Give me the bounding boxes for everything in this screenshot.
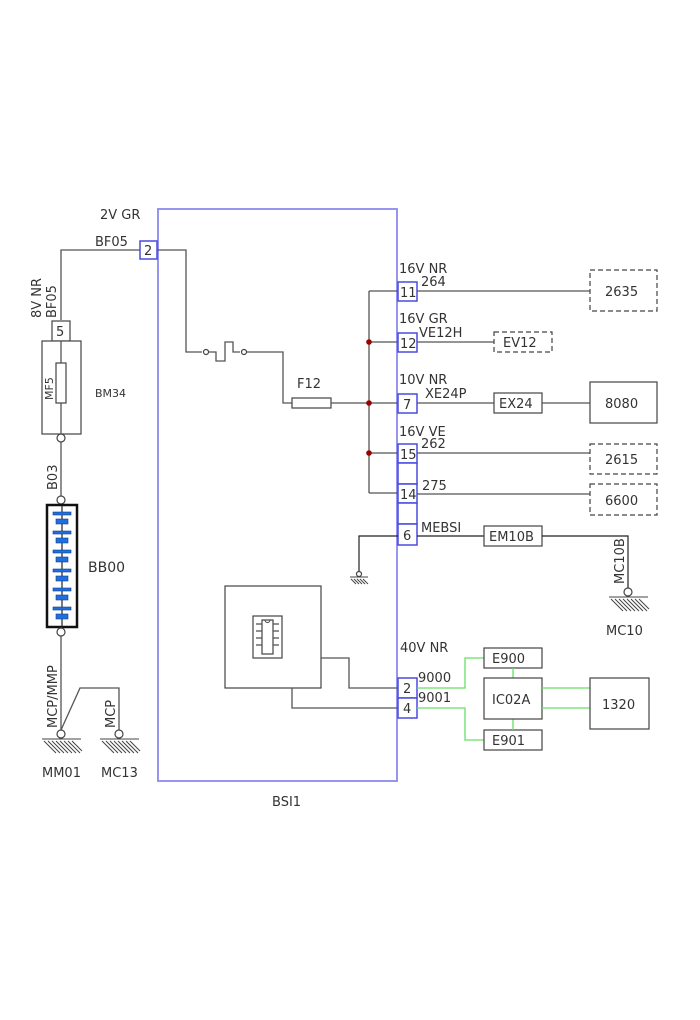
wire-code-bf05-vertical: BF05	[45, 285, 60, 318]
component-2615[interactable]	[589, 443, 658, 475]
battery-cell-plate	[55, 575, 69, 582]
component-1320[interactable]	[589, 677, 650, 730]
splice-node	[366, 400, 372, 406]
bsi-pin-2-left-label: 2	[144, 244, 152, 259]
wire-mcp-label: MCP	[104, 700, 119, 728]
internal-wire-feed	[157, 249, 202, 353]
battery-cell-plate	[52, 530, 72, 535]
wire-color-40v-nr: 40V NR	[400, 641, 448, 656]
bsi-pin-4-right-label: 4	[403, 702, 411, 717]
bsi-pin-7-label: 7	[403, 398, 411, 413]
wire-code-mebsi: MEBSI	[421, 521, 461, 536]
wire-color-pin-12: 16V GR	[399, 312, 448, 327]
wire-code-9001: 9001	[418, 691, 451, 706]
splice-node	[366, 450, 372, 456]
bsi-pin-15-label: 15	[400, 448, 417, 463]
wire-code-264: 264	[421, 275, 446, 290]
wire-code-275: 275	[422, 479, 447, 494]
component-6600[interactable]	[589, 483, 658, 516]
wire-code-xe24p: XE24P	[425, 387, 467, 402]
ground-mm01-label: MM01	[42, 766, 81, 781]
ground-mc10-label: MC10	[606, 624, 643, 639]
wire-color-8v-nr: 8V NR	[30, 278, 45, 318]
wire-mcp-mmp-label: MCP/MMP	[46, 665, 61, 728]
internal-wire-to-pin-2	[321, 657, 398, 689]
splice-node	[366, 339, 372, 345]
terminal-battery-top	[56, 495, 66, 505]
connector-ex24-label: EX24	[499, 397, 533, 412]
connector-em10b-label: EM10B	[489, 530, 534, 545]
relay-switch-icon	[202, 341, 248, 362]
fuse-f12-label: F12	[297, 377, 321, 392]
battery-cell-plate	[55, 556, 69, 563]
wire-code-ve12h: VE12H	[419, 326, 462, 341]
bsi-pin-12-label: 12	[400, 337, 417, 352]
component-8080[interactable]	[589, 381, 658, 424]
battery-bb00-label: BB00	[88, 560, 125, 576]
bsi-pin-14-label: 14	[400, 488, 417, 503]
ground-mc13-icon	[100, 729, 141, 754]
component-2615-label: 2615	[605, 453, 638, 468]
wire-code-9000: 9000	[418, 671, 451, 686]
bsi-pin-empty	[397, 502, 418, 525]
battery-cell-plate	[55, 537, 69, 544]
ground-mm01-icon	[42, 729, 83, 754]
internal-wire-to-fuse	[247, 351, 292, 404]
bsi-pin-empty	[397, 462, 418, 485]
component-2635[interactable]	[589, 269, 658, 312]
battery-cell-plate	[52, 568, 72, 573]
component-6600-label: 6600	[605, 494, 638, 509]
component-ev12-label: EV12	[503, 336, 537, 351]
wire-mc10b-label: MC10B	[613, 538, 628, 584]
internal-ground-icon	[350, 570, 369, 585]
wire-code-bf05-top: BF05	[95, 235, 128, 250]
wire-bf05	[60, 249, 140, 320]
fusebox-bm34-label: BM34	[95, 387, 126, 400]
junction-e901-label: E901	[492, 734, 525, 749]
connector-ic02a-label: IC02A	[492, 693, 530, 708]
wire-color-pin-11: 16V NR	[399, 262, 447, 277]
junction-e900-label: E900	[492, 652, 525, 667]
battery-cell-plate	[55, 594, 69, 601]
connector-ic02a[interactable]	[483, 677, 543, 720]
component-8080-label: 8080	[605, 397, 638, 412]
ground-mc10-icon	[609, 587, 650, 612]
battery-cell-plate	[52, 511, 72, 516]
internal-wire-to-pin-4	[291, 688, 398, 709]
component-1320-label: 1320	[602, 698, 635, 713]
wire-mcp	[60, 687, 120, 731]
terminal-battery-bottom	[56, 627, 66, 637]
wire-color-pin-7: 10V NR	[399, 373, 447, 388]
can-wire-9000	[417, 657, 484, 689]
component-2635-label: 2635	[605, 285, 638, 300]
bsi-pin-6[interactable]	[397, 523, 418, 546]
internal-ground-wire	[358, 535, 398, 572]
ground-mc13-label: MC13	[101, 766, 138, 781]
bsi-unit-outline[interactable]	[157, 208, 398, 782]
bsi-pin-11-label: 11	[400, 286, 417, 301]
fuse-f12-icon	[291, 397, 332, 409]
battery-cell-plate	[52, 587, 72, 592]
fuse-mf5-label: MF5	[43, 377, 56, 400]
bsi-pin-2-right-label: 2	[403, 682, 411, 697]
can-wire-9001	[417, 707, 484, 741]
bsi-unit-label: BSI1	[272, 795, 301, 810]
component-ev12[interactable]	[493, 331, 553, 353]
terminal-fusebox-bottom	[56, 433, 66, 443]
fuse-mf5-icon	[55, 362, 67, 404]
wire-code-262: 262	[421, 437, 446, 452]
wire-color-2v-gr: 2V GR	[100, 208, 140, 223]
battery-bb00[interactable]	[45, 503, 79, 629]
wire-b03-label: B03	[46, 465, 61, 490]
fusebox-pin-5-label: 5	[56, 325, 64, 340]
bsi-pin-6-label: 6	[403, 529, 411, 544]
battery-cell-plate	[52, 549, 72, 554]
microchip-icon	[252, 615, 283, 659]
battery-cell-plate	[55, 518, 69, 525]
battery-cell-plate	[52, 606, 72, 611]
wire-color-pin-15: 16V VE	[399, 425, 446, 440]
battery-cell-plate	[55, 613, 69, 620]
wire-mc10b	[542, 535, 629, 588]
